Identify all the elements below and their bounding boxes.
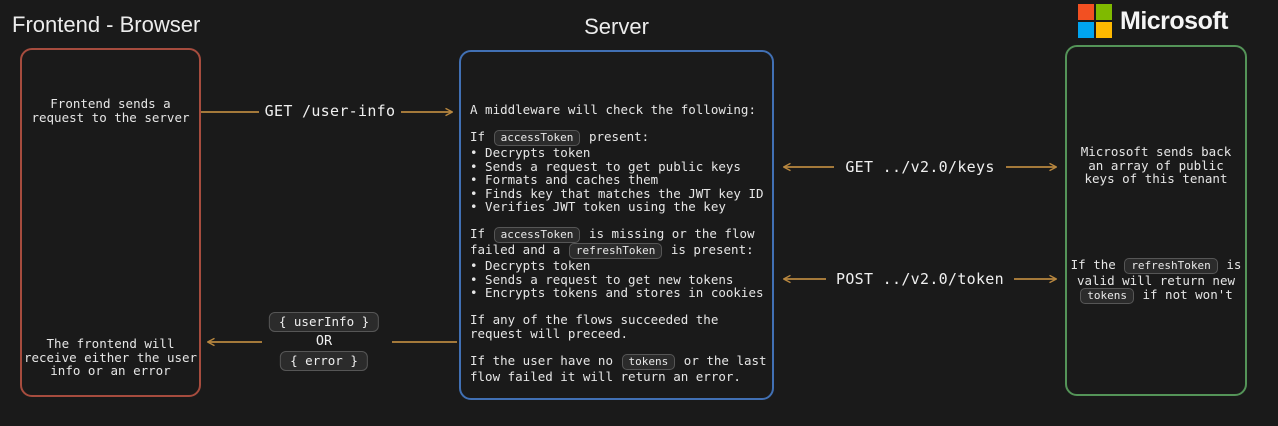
frontend-receive-note: The frontend will receive either the use… — [23, 336, 198, 378]
microsoft-logo-icon — [1078, 4, 1112, 38]
ms-logo-square-blue — [1078, 22, 1094, 38]
frontend-request-note: Frontend sends a request to the server — [31, 96, 190, 125]
ms-logo-square-yellow — [1096, 22, 1112, 38]
microsoft-wordmark: Microsoft — [1120, 6, 1229, 35]
server-middleware-text: A middleware will check the following: I… — [470, 102, 767, 384]
frontend-box: Frontend sends a request to the server T… — [20, 48, 201, 397]
microsoft-brand: Microsoft — [1078, 4, 1229, 38]
or-label: OR — [315, 333, 333, 349]
microsoft-box: Microsoft sends back an array of public … — [1065, 45, 1247, 396]
frontend-browser-title: Frontend - Browser — [12, 12, 201, 37]
ms-logo-square-green — [1096, 4, 1112, 20]
get-user-info-label: GET /user-info — [264, 102, 396, 120]
server-box: A middleware will check the following: I… — [459, 50, 774, 400]
server-title: Server — [584, 14, 649, 39]
post-token-label: POST ../v2.0/token — [836, 270, 1004, 288]
ms-logo-square-red — [1078, 4, 1094, 20]
microsoft-keys-note: Microsoft sends back an array of public … — [1080, 144, 1232, 186]
return-payload-label: { userInfo } OR { error } — [268, 312, 380, 371]
userinfo-badge: { userInfo } — [268, 312, 380, 332]
error-badge: { error } — [280, 351, 368, 371]
get-keys-label: GET ../v2.0/keys — [845, 158, 995, 176]
